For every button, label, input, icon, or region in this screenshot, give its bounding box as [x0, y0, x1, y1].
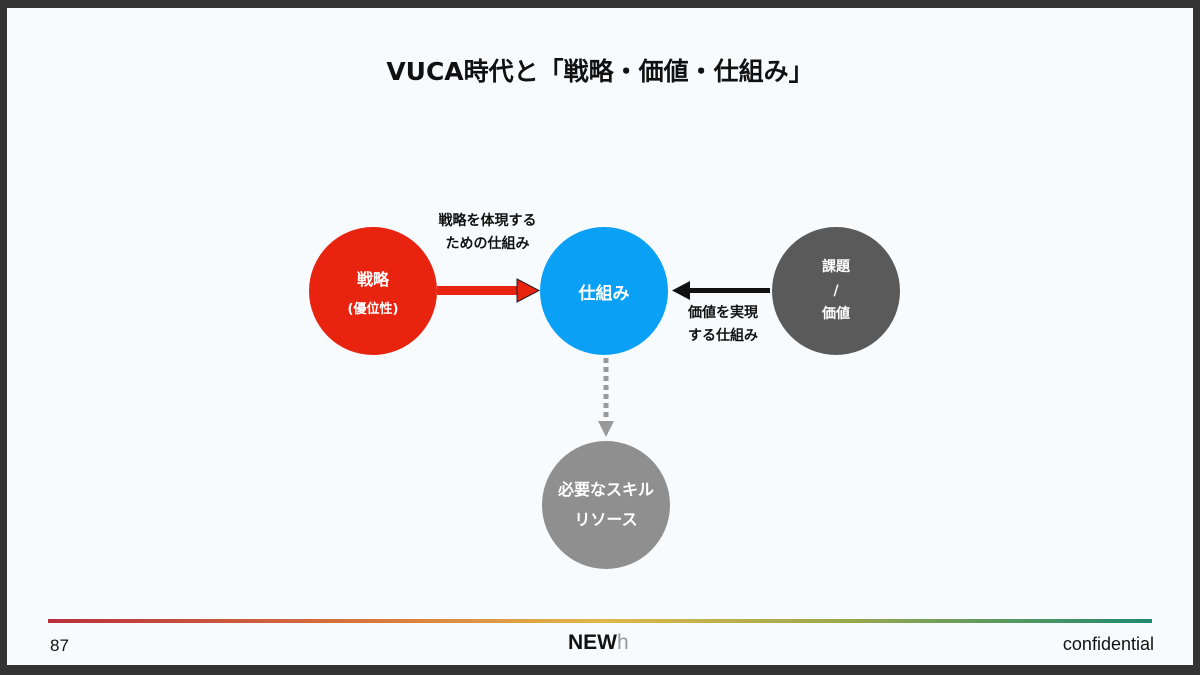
node-skills: 必要なスキル リソース — [542, 441, 670, 569]
node-skills-line2: リソース — [574, 510, 638, 529]
node-skills-line1: 必要なスキル — [557, 480, 654, 499]
node-issue-value: 課題 / 価値 — [772, 227, 900, 355]
node-value-label: 価値 — [822, 306, 850, 322]
edge-label-line: 価値を実現 — [688, 305, 758, 321]
logo-tail: h — [617, 631, 629, 654]
node-strategy: 戦略 (優位性) — [309, 227, 437, 355]
red-arrow — [437, 278, 541, 303]
edge-label-line: する仕組み — [688, 328, 758, 344]
footer-gradient-divider — [48, 619, 1152, 623]
node-slash: / — [833, 283, 839, 299]
newh-logo: NEWh — [568, 631, 629, 655]
edge-label-line: 戦略を体現する — [438, 213, 537, 229]
confidential-label: confidential — [1062, 634, 1154, 654]
node-strategy-sub: (優位性) — [347, 301, 399, 317]
node-strategy-title: 戦略 — [356, 269, 389, 289]
edge-label-strategy: 戦略を体現する ための仕組み — [420, 210, 555, 256]
edge-label-value: 価値を実現 する仕組み — [668, 302, 778, 348]
page-number: 87 — [50, 636, 69, 655]
black-arrow — [672, 281, 770, 300]
node-mechanism-label: 仕組み — [578, 283, 630, 304]
node-mechanism: 仕組み — [540, 227, 668, 355]
dotted-arrow — [598, 358, 614, 437]
edge-label-line: ための仕組み — [445, 236, 530, 252]
logo-main: NEW — [568, 631, 617, 654]
slide-title: VUCA時代と「戦略・価値・仕組み」 — [386, 57, 814, 86]
node-issue-label: 課題 — [822, 259, 850, 275]
